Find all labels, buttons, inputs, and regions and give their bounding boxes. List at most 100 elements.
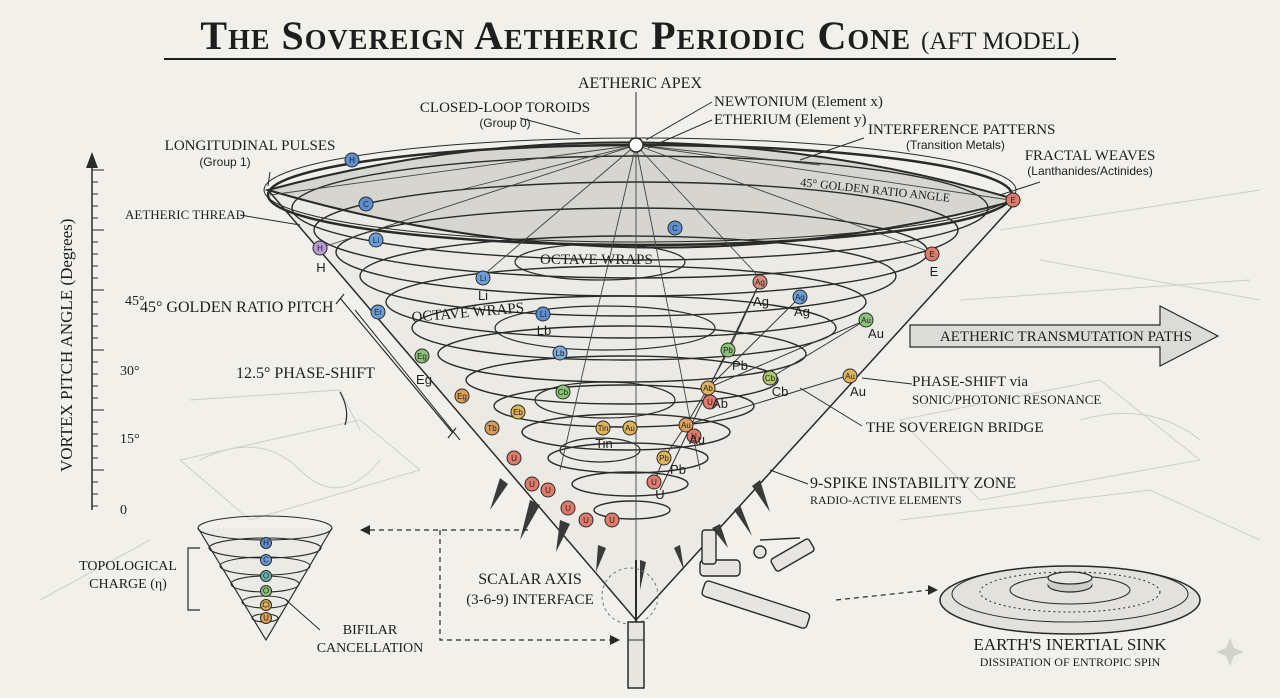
label-fractal: FRACTAL WEAVES: [1025, 148, 1156, 164]
axis-tick-label: 15°: [120, 432, 140, 447]
element-node: [484, 420, 500, 436]
label-aetheric-thread: AETHERIC THREAD: [125, 207, 245, 222]
spiral-ring: [385, 265, 867, 339]
mini-node: [260, 599, 272, 611]
element-node: [578, 512, 594, 528]
title-sub: (AFT MODEL): [921, 28, 1080, 55]
element-node-symbol: Cb: [765, 374, 776, 383]
element-node-symbol: Er: [374, 308, 382, 317]
elem-label: Pb: [732, 358, 748, 373]
spiral-ring: [359, 235, 897, 317]
label-octave-1: OCTAVE WRAPS: [540, 252, 653, 268]
element-node: [370, 304, 386, 320]
mini-node: [260, 554, 272, 566]
label-closed-loop-sub: (Group 0): [479, 116, 530, 130]
cone: [263, 137, 1022, 622]
label-nine-spike-sub: RADIO-ACTIVE ELEMENTS: [810, 493, 962, 507]
element-node-symbol: Eb: [513, 408, 523, 417]
mini-node: [260, 585, 272, 597]
mini-node: [260, 570, 272, 582]
element-node: [678, 417, 694, 433]
element-node-symbol: U: [609, 516, 615, 525]
mechanical-arm: [699, 529, 815, 629]
element-node-symbol: Au: [625, 424, 635, 433]
mini-node: [260, 612, 272, 624]
element-node-symbol: Pb: [659, 454, 669, 463]
element-node-symbol: Au: [845, 372, 855, 381]
element-node-symbol: U: [529, 480, 535, 489]
elem-label: Au: [868, 326, 884, 341]
mini-node-symbol: U: [263, 614, 269, 623]
element-node: [414, 348, 430, 364]
element-node-symbol: U: [565, 504, 571, 513]
label-sovereign-bridge: THE SOVEREIGN BRIDGE: [866, 420, 1044, 436]
spiral-ring: [593, 500, 671, 520]
label-fractal-sub: (Lanthanides/Actinides): [1027, 164, 1152, 178]
element-node: [646, 474, 662, 490]
apex: [628, 137, 644, 153]
label-apex: AETHERIC APEX: [578, 75, 702, 92]
element-node-symbol: Pb: [723, 346, 733, 355]
title-underline: [164, 58, 1116, 60]
element-node: [924, 246, 940, 262]
elem-label: Li: [478, 288, 488, 303]
spiral-ring: [571, 471, 689, 497]
element-node: [540, 482, 556, 498]
element-node-symbol: U: [545, 486, 551, 495]
pitch-axis: 45° 30° 15° 0 VORTEX PITCH ANGLE (Degree…: [57, 152, 145, 518]
element-node-symbol: U: [583, 516, 589, 525]
title-main: The Sovereign Aetheric Periodic Cone: [200, 13, 912, 58]
label-scalar-axis: SCALAR AXIS: [478, 571, 582, 588]
element-node: [667, 220, 683, 236]
element-node-symbol: Li: [373, 236, 379, 245]
element-node-symbol: Ag: [755, 278, 765, 287]
sparkle-icon: [1216, 638, 1244, 666]
element-node-symbol: Au: [861, 316, 871, 325]
elem-label: Pb: [670, 462, 686, 477]
elem-label: Cb: [772, 384, 789, 399]
spiral-ring: [291, 155, 989, 261]
label-phase-shift-via-sub: SONIC/PHOTONIC RESONANCE: [912, 392, 1101, 407]
leader-lines: [239, 92, 1041, 485]
elem-label: Eg: [416, 372, 432, 387]
label-phase-shift-via: PHASE-SHIFT via: [912, 374, 1028, 390]
label-earth-sink: EARTH'S INERTIAL SINK: [973, 635, 1167, 654]
elem-label: Au: [689, 432, 705, 447]
elem-label: H: [316, 260, 325, 275]
label-bifilar: BIFILAR: [343, 623, 398, 638]
mini-node-symbol: C: [263, 556, 269, 565]
element-node-symbol: Ab: [703, 384, 713, 393]
label-interference: INTERFERENCE PATTERNS: [868, 122, 1055, 138]
label-longitudinal-sub: (Group 1): [199, 155, 250, 169]
elem-label: Au: [850, 384, 866, 399]
element-node: [1005, 192, 1021, 208]
element-node: [312, 240, 328, 256]
element-node-symbol: U: [707, 398, 713, 407]
spiral-ring: [521, 413, 731, 451]
element-node: [358, 196, 374, 212]
label-topological-sub: CHARGE (η): [89, 577, 167, 592]
element-labels: H Li Ag Ag E Lb Au Eg Pb Cb Au Ab Tin Au…: [316, 260, 938, 502]
element-node-symbol: Li: [480, 274, 486, 283]
label-golden-pitch: 45° GOLDEN RATIO PITCH: [140, 299, 334, 316]
element-node: [622, 420, 638, 436]
element-node: [510, 404, 526, 420]
transmutation-arrow: AETHERIC TRANSMUTATION PATHS: [909, 305, 1220, 367]
pitch-axis-arrow: [86, 152, 98, 168]
element-node: [368, 232, 384, 248]
bifilar-leader: [285, 599, 321, 631]
connector-arrowheads: [360, 525, 938, 645]
pitch-axis-title: VORTEX PITCH ANGLE (Degrees): [57, 219, 76, 472]
element-node: [686, 428, 702, 444]
element-node-symbol: E: [929, 250, 934, 259]
element-node-symbol: Au: [681, 421, 691, 430]
mini-node-symbol: O: [263, 572, 269, 581]
dashed-connectors: [360, 529, 931, 641]
axis-tick-label: 0: [120, 503, 127, 518]
element-node-symbol: Tb: [487, 424, 497, 433]
element-node-symbol: H: [349, 156, 355, 165]
label-topological: TOPOLOGICAL: [79, 559, 177, 574]
